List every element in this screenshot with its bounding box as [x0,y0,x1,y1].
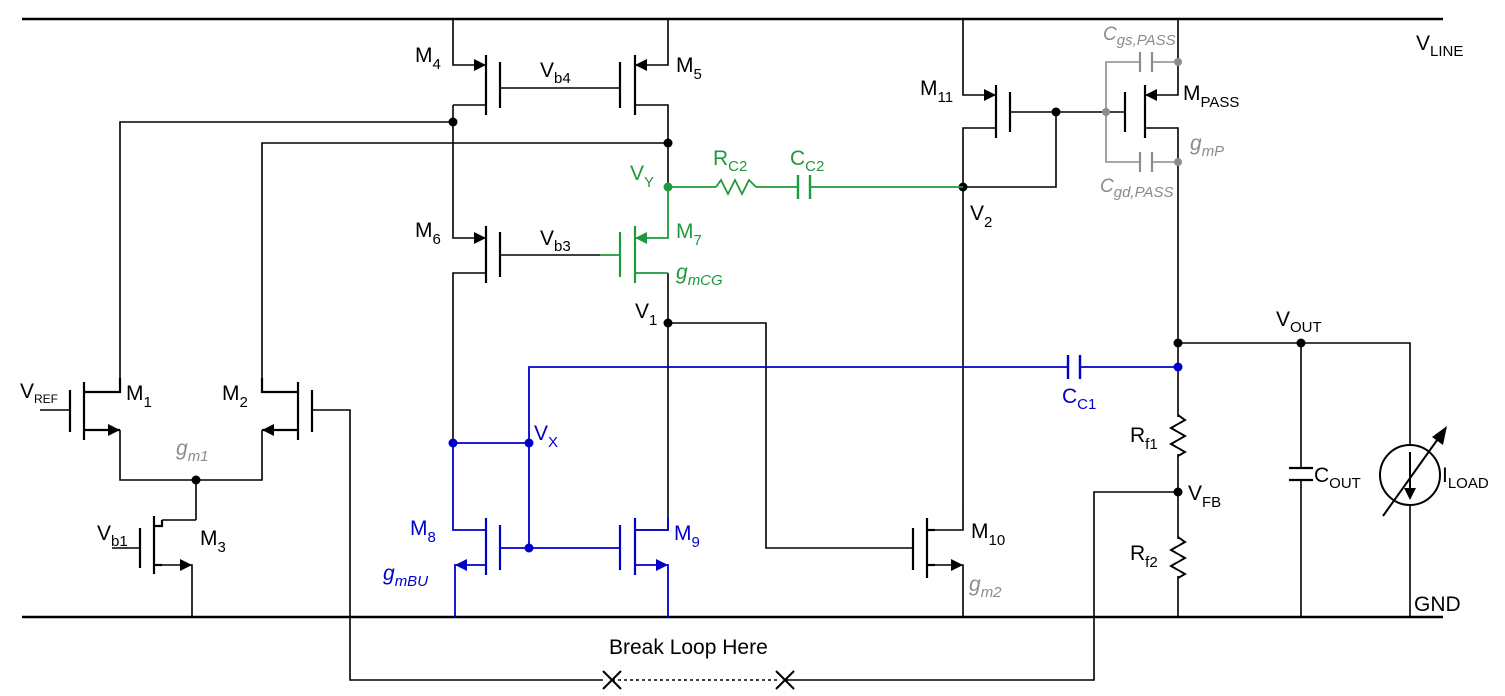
cout-label: COUT [1314,464,1361,492]
rf2-label: Rf2 [1130,542,1158,571]
m8-m9-devices [484,518,637,575]
vb1-label: Vb1 [97,522,128,550]
m1-label: M1 [126,382,152,411]
vref-label: VREF [20,380,58,406]
ground-rail-label: GND [1414,593,1461,616]
m6-label: M6 [415,219,441,248]
black-arrowheads [108,59,1157,571]
cgd-pass-label: Cgd,PASS [1100,176,1174,201]
m7-device [618,226,637,283]
supply-rail-label: VLINE [1416,32,1463,60]
vb4-label: Vb4 [540,59,571,87]
m5-label: M5 [676,54,702,83]
m8-label: M8 [410,517,436,546]
cgs-pass-label: Cgs,PASS [1103,24,1176,49]
v2-label: V2 [970,202,992,231]
gmp-label: gmP [1190,132,1224,160]
m9-label: M9 [674,522,700,551]
gm2-label: gm2 [969,573,1002,601]
mpass-label: MPASS [1183,82,1239,111]
iload-label: ILOAD [1442,464,1489,492]
rf1-label: Rf1 [1130,424,1158,453]
m3-label: M3 [200,527,226,556]
cc2-label: CC2 [790,147,824,175]
blue-junctions [448,362,1183,553]
m11-label: M11 [920,77,953,106]
grey-junctions [1102,58,1182,166]
gmbu-label: gmBU [383,562,428,590]
vout-label: VOUT [1276,308,1322,336]
output-capacitor [1289,466,1313,482]
vy-label: VY [630,162,654,191]
vfb-label: VFB [1188,482,1221,511]
load-current-source [1379,435,1441,517]
m2-label: M2 [222,382,248,411]
vb3-label: Vb3 [540,227,571,255]
v1-label: V1 [635,300,657,329]
green-capacitor-cc2 [796,175,812,199]
break-x-marks [602,670,795,690]
gm1-label: gm1 [176,437,209,465]
blue-arrowheads [455,559,668,571]
m7-arrow [635,232,647,244]
break-loop-label: Break Loop Here [609,636,768,659]
vx-label: VX [534,422,558,451]
m4-label: M4 [415,44,441,73]
gmcg-label: gmCG [676,261,723,289]
vy-junction [663,182,673,192]
green-compensation-path [600,177,963,274]
black-devices [68,55,1147,578]
m7-label: M7 [676,220,702,249]
blue-capacitor-cc1 [1066,355,1082,379]
black-wiring [40,19,1411,681]
m10-label: M10 [971,520,1005,549]
black-junctions [191,107,1306,497]
cc1-label: CC1 [1062,385,1096,413]
grey-parasitics [1105,61,1178,163]
rc2-label: RC2 [713,147,747,175]
